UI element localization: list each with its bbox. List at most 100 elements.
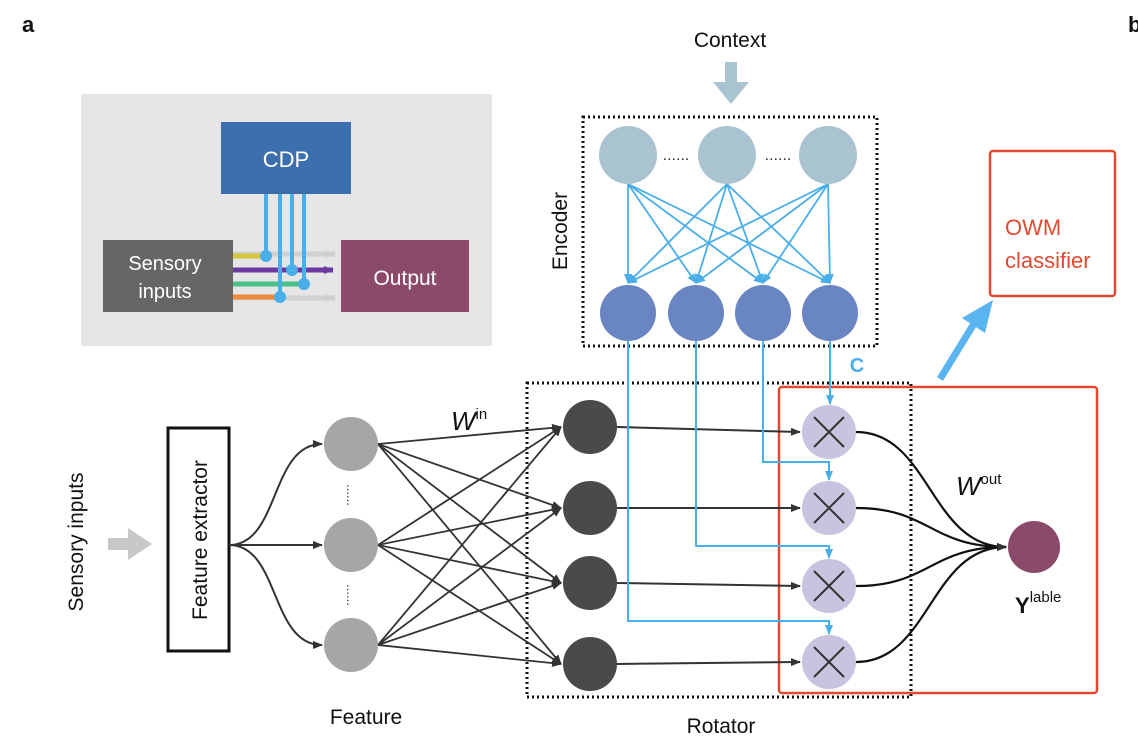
encoder-edge-3-2 <box>695 183 829 284</box>
output-node <box>1008 521 1060 573</box>
encoder-node-2 <box>668 285 724 341</box>
w-in-edge-2-1 <box>377 426 562 546</box>
w-in-edge-3-2 <box>377 507 562 646</box>
inset-diagram: CDP Sensory inputs Output <box>81 94 492 346</box>
feature-vdots-2: ...... <box>344 584 359 606</box>
owm-line1: OWM <box>1005 215 1061 240</box>
w-in-edge-1-4 <box>377 443 562 665</box>
rotator-box <box>525 381 913 699</box>
encoder-node-1 <box>600 285 656 341</box>
w-out-edge-2 <box>855 506 1007 551</box>
multiplier-node-2 <box>802 481 856 535</box>
encoder-edge-1-3 <box>627 183 764 284</box>
feature-extractor-box <box>166 426 231 653</box>
extractor-edge-1 <box>228 440 323 546</box>
w-in-edge-3-4 <box>377 644 562 668</box>
encoder-edge-1-2 <box>627 183 697 284</box>
rotator-label: Rotator <box>687 715 756 738</box>
encoder-edge-2-2 <box>694 183 728 284</box>
encoder-edge-2-1 <box>627 183 728 284</box>
cdp-label: CDP <box>263 147 309 172</box>
connector-node-1 <box>260 250 272 262</box>
encoder-edge-2-4 <box>726 183 831 284</box>
context-dots-1: ...... <box>663 147 690 164</box>
context-node-2 <box>698 126 756 184</box>
w-out-base: W <box>956 471 983 501</box>
inset-sensory-box <box>103 240 233 312</box>
w-in-label: Win <box>451 406 487 436</box>
encoder-edge-2-3 <box>726 183 764 284</box>
multiplier-node-1 <box>802 405 856 459</box>
inset-sensory-line1: Sensory <box>128 253 201 275</box>
rotator-node-4 <box>563 637 617 691</box>
feature-extractor-label: Feature extractor <box>189 460 212 620</box>
context-gating-lines <box>627 341 834 635</box>
context-arrow <box>713 62 749 104</box>
w-in-edge-1-2 <box>377 443 562 509</box>
connector-node-3 <box>286 264 298 276</box>
rotator-edge-1 <box>616 426 801 436</box>
w-in-edge-3-3 <box>377 582 562 646</box>
encoder-label: Encoder <box>549 192 572 270</box>
owm-arrow <box>937 300 993 381</box>
encoder-edges <box>624 183 834 284</box>
context-node-3 <box>799 126 857 184</box>
panel-label-b: b <box>1128 12 1138 37</box>
inset-output-box <box>341 240 469 312</box>
feature-node-1 <box>324 417 378 471</box>
rotator-edge-3 <box>616 581 801 590</box>
extractor-edge-3 <box>228 544 323 649</box>
w-in-sup: in <box>476 406 488 423</box>
rotator-edge-4 <box>616 658 801 667</box>
owm-classifier-box <box>988 149 1117 298</box>
w-out-edge-4 <box>855 543 1007 664</box>
w-in-edge-2-2 <box>377 505 562 546</box>
feature-label: Feature <box>330 706 402 729</box>
multiplier-node-4 <box>802 635 856 689</box>
multiplier-node-3 <box>802 559 856 613</box>
w-out-sup: out <box>981 471 1003 488</box>
w-out-edge-3 <box>855 543 1007 588</box>
w-in-edge-3-1 <box>377 426 562 646</box>
inset-sensory-line2: inputs <box>138 281 191 303</box>
y-label: Ylable <box>1015 589 1061 618</box>
encoder-edge-3-1 <box>627 183 829 284</box>
feature-node-2 <box>324 518 378 572</box>
w-in-edge-2-4 <box>377 544 562 665</box>
y-label-sup: lable <box>1030 589 1062 606</box>
panel-label-a: a <box>22 12 35 37</box>
context-label: Context <box>694 29 767 52</box>
connector-node-2 <box>274 291 286 303</box>
encoder-box <box>581 115 879 348</box>
context-node-1 <box>599 126 657 184</box>
owm-region-box <box>777 385 1099 695</box>
cdp-box <box>221 122 351 194</box>
gating-line-4 <box>627 341 833 635</box>
w-in-base: W <box>451 406 478 436</box>
encoder-edge-3-3 <box>762 183 829 284</box>
encoder-node-3 <box>735 285 791 341</box>
cdp-connectors <box>264 194 306 297</box>
sensory-inputs-label: Sensory inputs <box>65 473 88 612</box>
inset-output-label: Output <box>373 267 436 290</box>
rotator-node-2 <box>563 481 617 535</box>
encoder-node-4 <box>802 285 858 341</box>
connector-node-4 <box>298 278 310 290</box>
w-out-edge-1 <box>855 430 1007 551</box>
w-out-label: Wout <box>956 471 1002 501</box>
rotator-node-1 <box>563 400 617 454</box>
rotator-node-3 <box>563 556 617 610</box>
network-edges <box>228 423 1007 668</box>
sensory-arrow <box>108 528 152 560</box>
context-dots-2: ...... <box>765 147 792 164</box>
y-label-base: Y <box>1015 593 1030 618</box>
owm-line2: classifier <box>1005 248 1091 273</box>
w-in-edge-2-3 <box>377 544 562 586</box>
gating-line-3 <box>695 341 833 559</box>
feature-node-3 <box>324 618 378 672</box>
feature-vdots-1: ...... <box>344 484 359 506</box>
gating-line-2 <box>762 341 833 481</box>
c-label: C <box>850 355 864 377</box>
w-in-edge-1-1 <box>377 423 562 445</box>
